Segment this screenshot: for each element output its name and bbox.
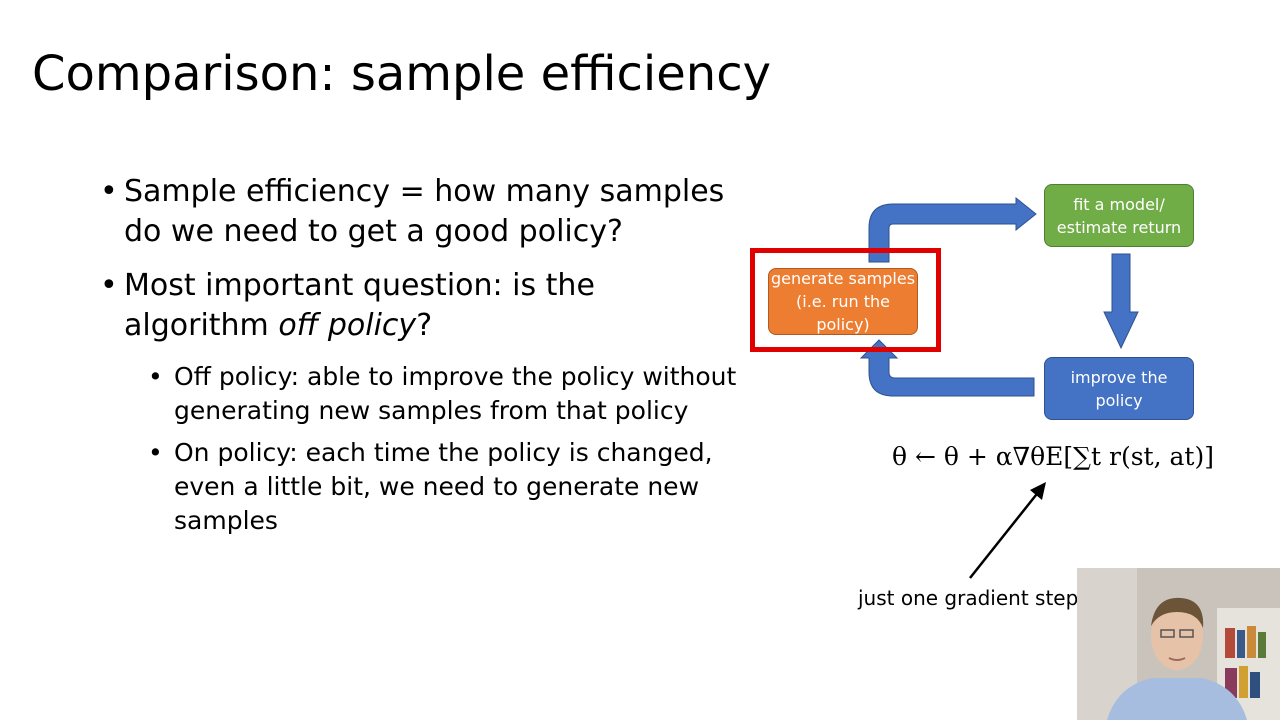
annotation-arrowhead [1030,482,1046,500]
bullet-text: Most important question: is the algorith… [124,268,595,343]
gradient-formula: θ ← θ + α∇θE[∑t r(st, at)] [892,442,1214,471]
box-fit-model: fit a model/ estimate return [1044,184,1194,247]
sub-bullet-on-policy: On policy: each time the policy is chang… [148,436,740,538]
bullet-off-policy-question: Most important question: is the algorith… [100,266,740,346]
arrow-to-improve-policy [1103,253,1139,350]
bullet-sample-efficiency: Sample efficiency = how many samples do … [100,172,740,252]
presenter-video-icon [1077,568,1280,720]
sub-bullet-off-policy: Off policy: able to improve the policy w… [148,360,740,428]
box-generate-samples: generate samples (i.e. run the policy) [768,268,918,335]
annotation-arrow [969,489,1041,579]
box-improve-policy: improve the policy [1044,357,1194,420]
arrow-to-fit-model [868,196,1037,263]
bullet-text-end: ? [416,308,433,343]
highlight-frame [750,248,941,352]
bullet-list: Sample efficiency = how many samples do … [100,172,740,546]
presenter-video-frame [1077,568,1280,720]
annotation-label: just one gradient step [858,586,1079,610]
slide-title: Comparison: sample efficiency [32,46,772,102]
emphasis-off-policy: off policy [278,308,417,343]
